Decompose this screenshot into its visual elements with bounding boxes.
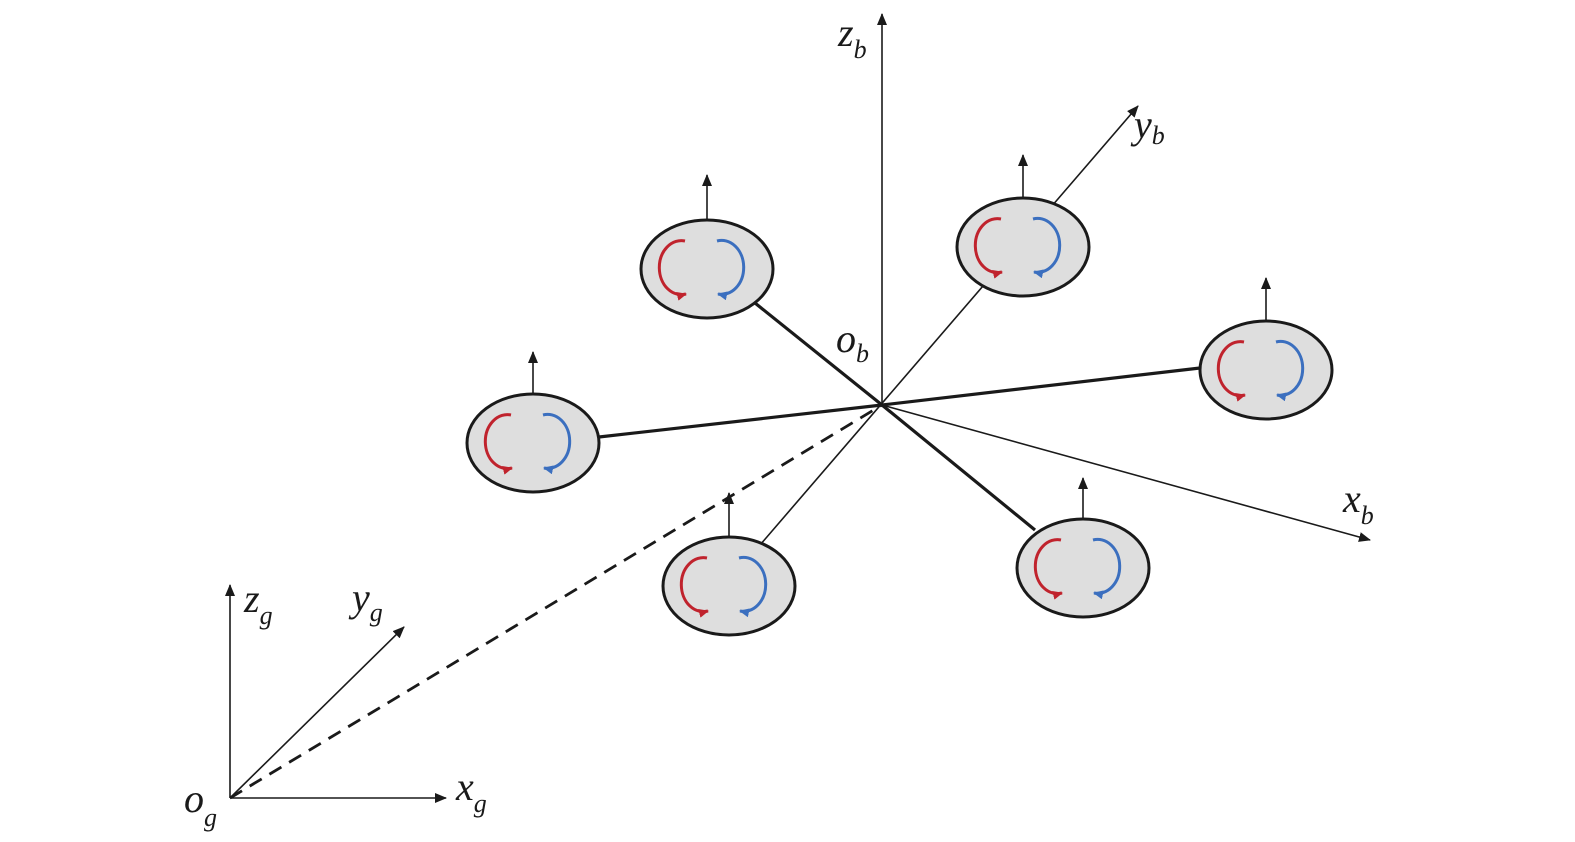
rotor-left <box>465 351 601 494</box>
position-vector <box>229 403 883 800</box>
arm-front-right <box>880 403 1037 532</box>
rotor-rear-right <box>955 154 1091 298</box>
x-b-axis <box>881 404 1371 542</box>
rotor-front-right <box>1015 477 1151 619</box>
arm-right <box>881 366 1201 407</box>
rotor-right <box>1198 277 1334 421</box>
label-y-b: yb <box>1130 102 1165 150</box>
label-x-g: xg <box>455 764 487 818</box>
body-frame <box>759 13 1371 546</box>
label-x-b: xb <box>1342 476 1374 530</box>
label-o-b: ob <box>836 316 869 368</box>
rotor-front-left <box>661 492 797 637</box>
arms <box>598 301 1201 532</box>
label-o-g: og <box>184 776 217 832</box>
label-z-g: zg <box>243 576 273 630</box>
label-y-g: yg <box>348 575 383 627</box>
arm-rear-left <box>753 301 884 407</box>
arm-left <box>598 403 883 439</box>
rotor-rear-left <box>639 174 775 320</box>
label-z-b: zb <box>837 10 867 64</box>
ground-frame <box>225 584 447 803</box>
y-g-axis <box>229 626 405 799</box>
y-b-axis <box>759 105 1139 546</box>
